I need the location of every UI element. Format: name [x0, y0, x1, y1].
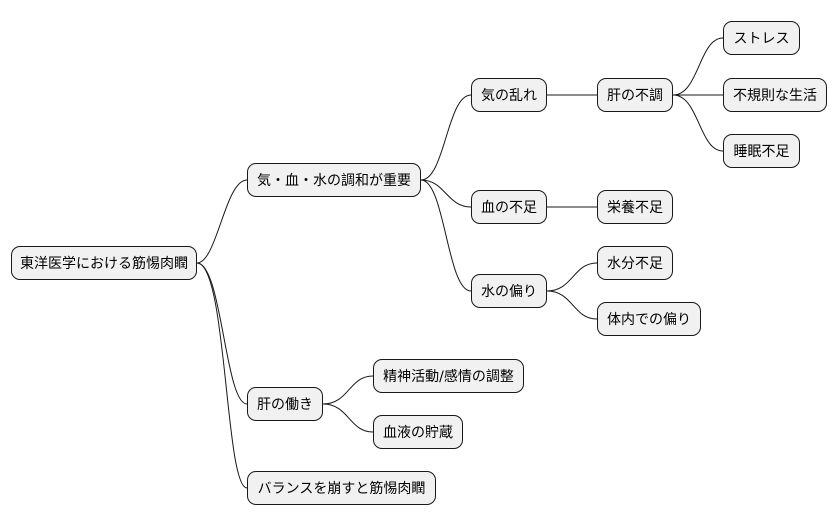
node-sleep-lack: 睡眠不足 [723, 134, 800, 168]
edge-balance-ki [420, 94, 472, 181]
node-stress: ストレス [723, 21, 800, 55]
edge-liverfn-storage [322, 403, 374, 433]
node-liver-dysfunction: 肝の不調 [597, 78, 673, 112]
edge-root-liver [196, 262, 248, 405]
edge-root-collapse [196, 262, 248, 489]
node-water-bias: 水の偏り [471, 274, 547, 308]
node-nutrition-lack: 栄養不足 [597, 190, 673, 224]
node-irregular-life: 不規則な生活 [723, 78, 827, 112]
node-water-lack: 水分不足 [597, 246, 673, 280]
edge-root-balance [196, 179, 248, 264]
edge-water-lack [546, 262, 598, 292]
node-mental-activity: 精神活動/感情の調整 [373, 359, 524, 393]
node-blood-storage: 血液の貯蔵 [373, 415, 463, 449]
node-ki-disorder: 気の乱れ [471, 78, 547, 112]
edge-liverfn-mental [322, 375, 374, 405]
edge-liver-stress [672, 37, 724, 96]
edge-liver-sleep [672, 94, 724, 152]
node-body-bias: 体内での偏り [597, 302, 701, 336]
edge-balance-blood [420, 179, 472, 208]
edge-water-body [546, 290, 598, 320]
node-blood-lack: 血の不足 [471, 190, 547, 224]
node-harmony: 気・血・水の調和が重要 [247, 163, 421, 197]
node-imbalance-result: バランスを崩すと筋惕肉瞤 [247, 471, 436, 505]
node-root: 東洋医学における筋惕肉瞤 [11, 246, 197, 280]
node-liver-function: 肝の働き [247, 387, 323, 421]
edge-balance-water [420, 179, 472, 292]
